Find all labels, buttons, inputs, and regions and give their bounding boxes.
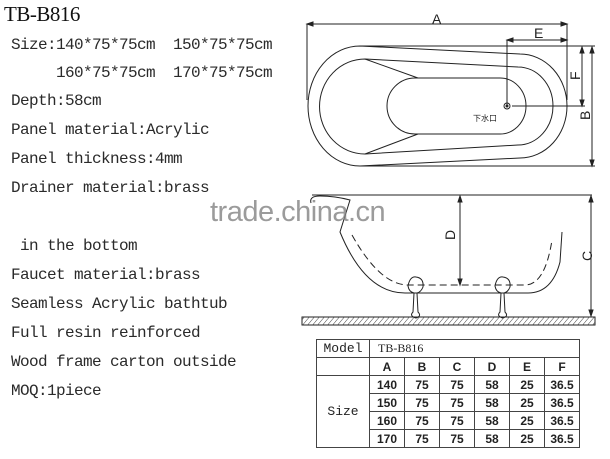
watermark: trade.china.cn xyxy=(210,196,386,228)
table-cell: 25 xyxy=(509,393,545,412)
floor-hatch xyxy=(301,316,596,326)
table-cell: 36.5 xyxy=(544,429,580,448)
table-cell: 25 xyxy=(509,411,545,430)
dimension-label-d: D xyxy=(442,230,458,240)
size-label-cell: Size xyxy=(316,375,370,448)
model-value-cell: TB-B816 xyxy=(369,339,580,358)
table-row: 160 75 75 58 25 36.5 xyxy=(317,411,580,430)
table-cell: 75 xyxy=(439,393,475,412)
table-cell: 36.5 xyxy=(544,375,580,394)
dimension-label-f: F xyxy=(567,71,583,80)
clawfoot-right xyxy=(494,276,511,319)
size-spec-table: Model TB-B816 A B C D E F Size 140 75 75… xyxy=(316,339,580,448)
column-header: E xyxy=(509,357,545,376)
column-header: C xyxy=(439,357,475,376)
table-cell: 160 xyxy=(369,411,405,430)
column-header: D xyxy=(474,357,510,376)
table-cell: 58 xyxy=(474,393,510,412)
header-blank-cell xyxy=(316,357,370,376)
table-row-model: Model TB-B816 xyxy=(316,339,580,358)
table-header-row: A B C D E F xyxy=(316,357,580,376)
table-cell: 25 xyxy=(509,375,545,394)
side-view-drawing xyxy=(310,194,594,319)
dimension-label-a: A xyxy=(432,11,442,27)
table-cell: 75 xyxy=(404,429,440,448)
column-header: B xyxy=(404,357,440,376)
drain-outlet-label: 下水口 xyxy=(473,113,497,123)
table-cell: 75 xyxy=(439,429,475,448)
spec-packing: Wood frame carton outside xyxy=(11,353,237,371)
table-cell: 58 xyxy=(474,375,510,394)
table-cell: 58 xyxy=(474,411,510,430)
spec-drainer-material: Drainer material:brass xyxy=(11,179,210,197)
column-header: F xyxy=(544,357,580,376)
table-row: Size 140 75 75 58 25 36.5 xyxy=(316,375,580,448)
dimension-label-c: C xyxy=(579,251,595,261)
spec-faucet-material: Faucet material:brass xyxy=(11,266,201,284)
spec-panel-material: Panel material:Acrylic xyxy=(11,121,210,139)
table-cell: 58 xyxy=(474,429,510,448)
spec-seamless: Seamless Acrylic bathtub xyxy=(11,295,228,313)
spec-depth: Depth:58cm xyxy=(11,92,102,110)
model-label-cell: Model xyxy=(316,339,370,358)
table-cell: 150 xyxy=(369,393,405,412)
spec-size-line-1: Size:140*75*75cm 150*75*75cm xyxy=(11,36,273,54)
dimension-label-e: E xyxy=(534,25,543,41)
spec-moq: MOQ:1piece xyxy=(11,382,102,400)
top-view-drawing xyxy=(305,21,595,168)
clawfoot-left xyxy=(407,276,424,319)
product-model-title: TB-B816 xyxy=(4,2,80,26)
table-cell: 36.5 xyxy=(544,393,580,412)
spec-panel-thickness: Panel thickness:4mm xyxy=(11,150,183,168)
table-cell: 75 xyxy=(439,411,475,430)
table-cell: 75 xyxy=(404,393,440,412)
table-cell: 75 xyxy=(404,375,440,394)
table-cell: 140 xyxy=(369,375,405,394)
table-row: 170 75 75 58 25 36.5 xyxy=(317,429,580,448)
dimension-label-b: B xyxy=(577,111,593,120)
table-cell: 25 xyxy=(509,429,545,448)
spec-resin: Full resin reinforced xyxy=(11,324,201,342)
column-header: A xyxy=(369,357,405,376)
spec-size-line-2: 160*75*75cm 170*75*75cm xyxy=(11,64,273,82)
spec-drainer-note: in the bottom xyxy=(11,237,138,255)
table-cell: 75 xyxy=(404,411,440,430)
table-cell: 36.5 xyxy=(544,411,580,430)
table-cell: 75 xyxy=(439,375,475,394)
table-cell: 170 xyxy=(369,429,405,448)
